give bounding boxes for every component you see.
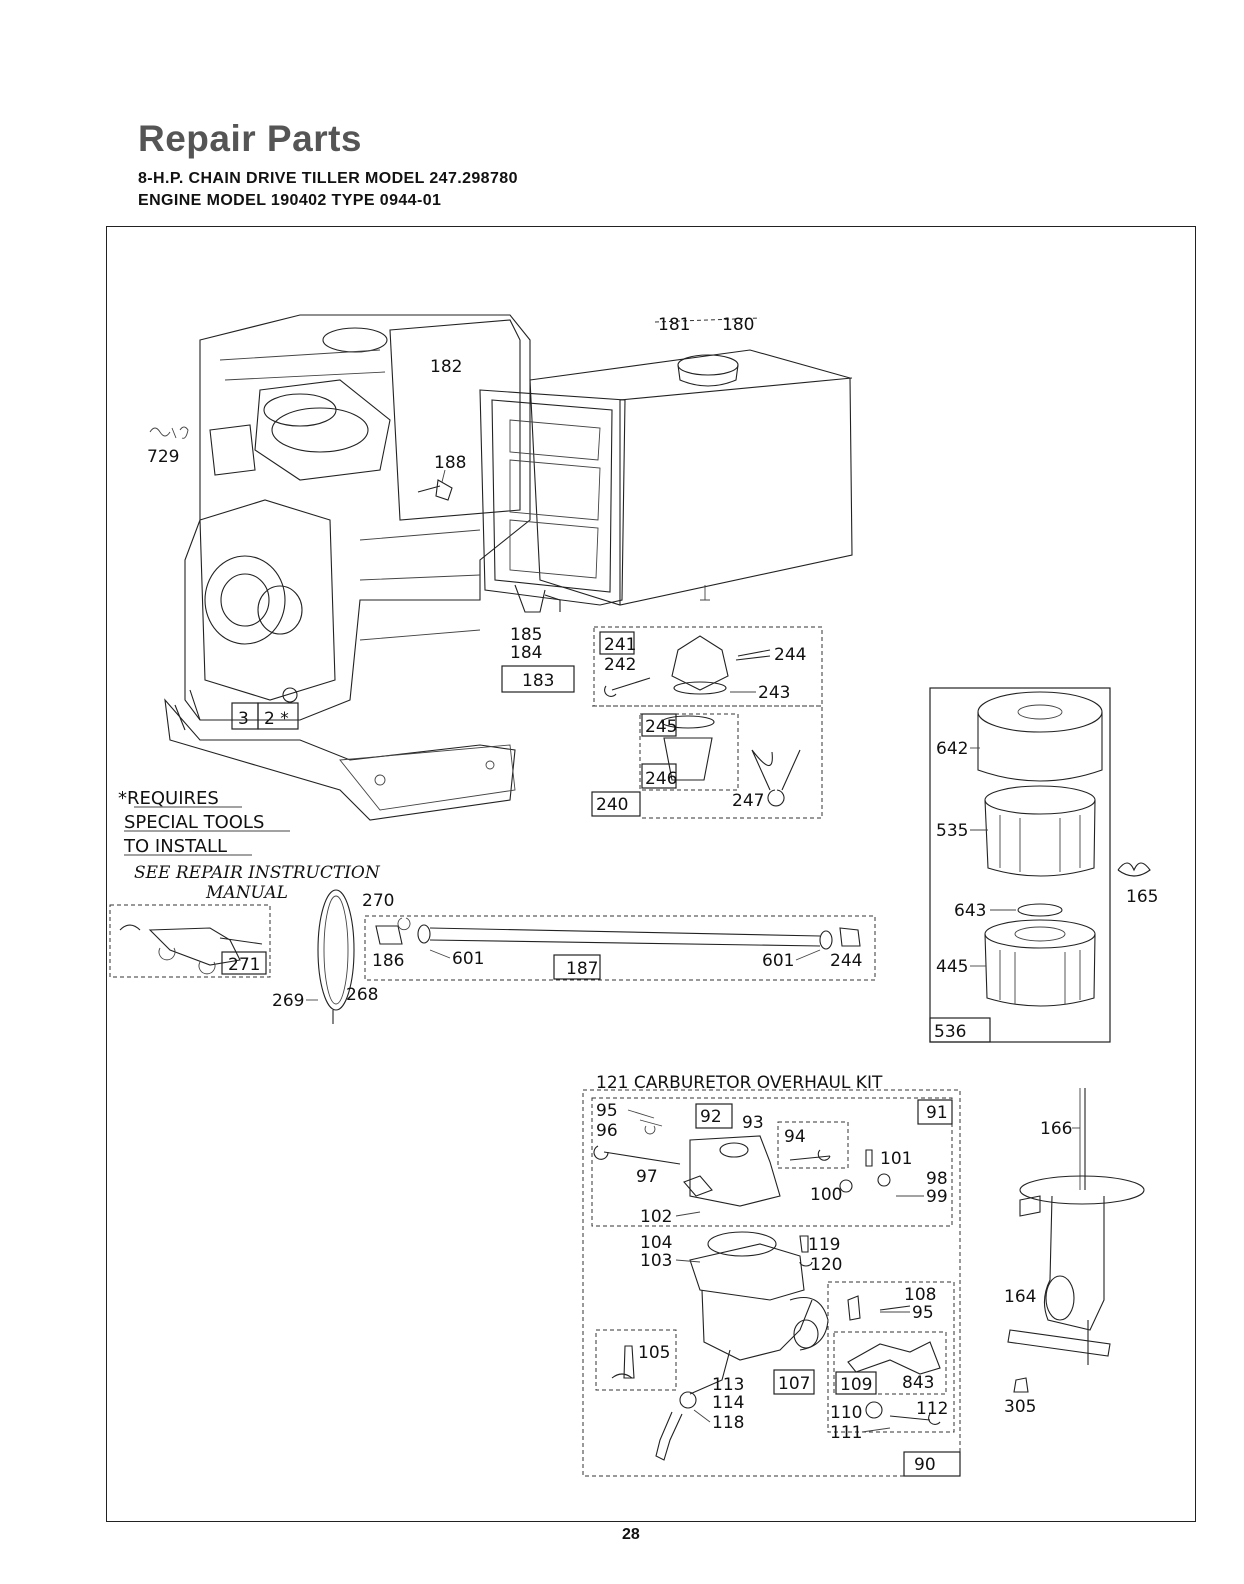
label-93: 93: [742, 1113, 764, 1133]
label-536: 536: [934, 1022, 966, 1042]
label-166: 166: [1040, 1119, 1072, 1139]
governor-group: [1007, 1088, 1145, 1393]
label-240: 240: [596, 795, 628, 815]
page-number: 28: [622, 1526, 640, 1543]
label-96: 96: [596, 1121, 618, 1141]
label-271: 271: [228, 955, 260, 975]
label-643: 643: [954, 901, 986, 921]
fuel-line-group: [364, 915, 876, 981]
note-to-install: TO INSTALL: [123, 836, 227, 857]
label-120: 120: [810, 1255, 842, 1275]
label-445: 445: [936, 957, 968, 977]
label-107: 107: [778, 1374, 810, 1394]
label-kit-title: 121 CARBURETOR OVERHAUL KIT: [596, 1073, 883, 1093]
label-102: 102: [640, 1207, 672, 1227]
label-187: 187: [566, 959, 598, 979]
label-535: 535: [936, 821, 968, 841]
subtitle-engine: ENGINE MODEL 190402 TYPE 0944-01: [138, 192, 442, 209]
part-labels: 729 181 180 182 188 185 184 183 3 2 * 24…: [147, 315, 1158, 1475]
fuel-tank-drawing: [479, 317, 853, 613]
label-185: 185: [510, 625, 542, 645]
label-101: 101: [880, 1149, 912, 1169]
label-243: 243: [758, 683, 790, 703]
label-113: 113: [712, 1375, 744, 1395]
carburetor-group: [582, 1089, 961, 1477]
subtitle-model: 8-H.P. CHAIN DRIVE TILLER MODEL 247.2987…: [138, 170, 518, 187]
label-244b: 244: [830, 951, 862, 971]
label-109: 109: [840, 1375, 872, 1395]
label-843: 843: [902, 1373, 934, 1393]
label-246: 246: [645, 769, 677, 789]
label-188: 188: [434, 453, 466, 473]
note-requires: *REQUIRES: [118, 788, 219, 809]
label-104: 104: [640, 1233, 672, 1253]
label-601b: 601: [762, 951, 794, 971]
label-642: 642: [936, 739, 968, 759]
label-2: 2 *: [264, 709, 289, 729]
label-184: 184: [510, 643, 542, 663]
label-244a: 244: [774, 645, 806, 665]
engine-block-drawing: [164, 314, 531, 821]
label-94: 94: [784, 1127, 806, 1147]
fuel-valve-group: [591, 626, 823, 819]
label-100: 100: [810, 1185, 842, 1205]
label-183: 183: [522, 671, 554, 691]
label-112: 112: [916, 1399, 948, 1419]
label-99: 99: [926, 1187, 948, 1207]
label-119: 119: [808, 1235, 840, 1255]
label-118: 118: [712, 1413, 744, 1433]
label-95b: 95: [912, 1303, 934, 1323]
label-729: 729: [147, 447, 179, 467]
part-729-drawing: [149, 426, 189, 439]
label-91: 91: [926, 1103, 948, 1123]
label-242: 242: [604, 655, 636, 675]
label-247: 247: [732, 791, 764, 811]
note-see-manual: SEE REPAIR INSTRUCTION: [134, 863, 381, 883]
label-92: 92: [700, 1107, 722, 1127]
label-90: 90: [914, 1455, 936, 1475]
label-186: 186: [372, 951, 404, 971]
label-241: 241: [604, 635, 636, 655]
label-164: 164: [1004, 1287, 1036, 1307]
air-cleaner-group: [929, 687, 1151, 1043]
label-270: 270: [362, 891, 394, 911]
label-182: 182: [430, 357, 462, 377]
label-180: 180: [722, 315, 754, 335]
label-245: 245: [645, 717, 677, 737]
label-181: 181: [658, 315, 690, 335]
gasket-268-drawing: [317, 889, 355, 1024]
label-601a: 601: [452, 949, 484, 969]
label-105: 105: [638, 1343, 670, 1363]
breather-group: [109, 904, 271, 978]
label-103: 103: [640, 1251, 672, 1271]
label-268: 268: [346, 985, 378, 1005]
label-165: 165: [1126, 887, 1158, 907]
special-tools-note: *REQUIRES SPECIAL TOOLS TO INSTALL SEE R…: [118, 788, 381, 903]
diagram-frame: [106, 226, 1196, 1522]
label-305: 305: [1004, 1397, 1036, 1417]
label-97: 97: [636, 1167, 658, 1187]
label-95a: 95: [596, 1101, 618, 1121]
note-special-tools: SPECIAL TOOLS: [124, 812, 264, 833]
label-111: 111: [830, 1423, 862, 1443]
part-188-drawing: [417, 469, 453, 501]
label-110: 110: [830, 1403, 862, 1423]
note-manual: MANUAL: [205, 883, 288, 903]
label-269: 269: [272, 991, 304, 1011]
label-114: 114: [712, 1393, 744, 1413]
label-3: 3: [238, 709, 249, 729]
label-98: 98: [926, 1169, 948, 1189]
label-108: 108: [904, 1285, 936, 1305]
page-title: Repair Parts: [138, 118, 362, 159]
